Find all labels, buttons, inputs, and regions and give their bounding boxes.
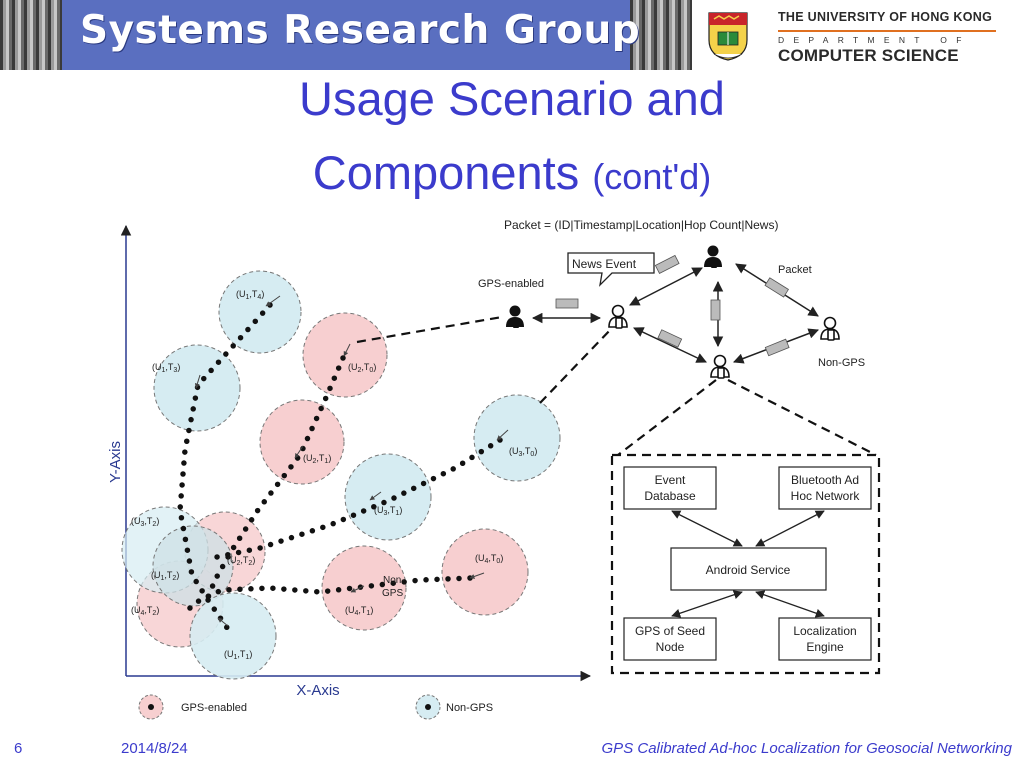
packet-icon [654,254,680,274]
gps-seed-node-label-1: GPS of Seed [635,624,705,638]
department-name: COMPUTER SCIENCE [778,46,959,65]
node-label-u2-t0: (U2,T0) [348,362,376,374]
news-user-icon [608,304,628,329]
server-rack-photo-right [630,0,692,70]
node-label-u4-t2: (U4,T2) [131,605,159,617]
node-label-u4-t1: (U4,T1) [345,605,373,617]
node-circle-u4-t0 [441,528,529,616]
packet-format: Packet = (ID|Timestamp|Location|Hop Coun… [504,218,778,232]
node-label-u1-t1: (U1,T1) [224,649,252,661]
node-label-u1-t4: (U1,T4) [236,289,264,301]
movement-path-user2 [202,355,346,608]
legend-non-gps-label: Non-GPS [446,702,493,714]
non-gps-user-icon [820,316,840,341]
user-bottom-icon [710,354,730,379]
node-label-u1-t2: (U1,T2) [151,570,179,582]
university-crest-icon [708,12,748,61]
node-circle-u1-t4 [218,270,302,354]
slide-title-main: Components [312,146,580,199]
android-service-box [670,547,827,591]
zoom-line-left [617,379,717,456]
packet-icon [555,298,579,309]
gps-seed-node-box [623,617,717,661]
gps-enabled-node-label: GPS-enabled [478,278,544,290]
non-gps-inline-label-1: Non- [383,575,405,586]
server-rack-photo-left [0,0,62,70]
node-circle-u1-t1 [189,592,277,680]
header-divider [778,30,996,32]
news-event-label: News Event [572,257,637,271]
gps-user-icon [506,305,524,328]
y-axis-label: Y-Axis [107,441,124,483]
news-event-callout [567,252,655,287]
presentation-title: GPS Calibrated Ad-hoc Localization for G… [601,740,1012,757]
event-database-box [623,466,717,510]
university-name: THE UNIVERSITY OF HONG KONG [778,10,993,24]
node-label-u2-t1: (U2,T1) [303,453,331,465]
packet-label: Packet [778,264,812,276]
node-circle-u3-t0 [473,394,561,482]
link-to-gps-node [356,315,503,344]
movement-path-user3 [209,437,503,561]
localization-engine-label-2: Engine [806,640,844,654]
packet-icon [710,299,721,321]
arrow-news-to-bottom [633,327,707,363]
legend: GPS-enabled Non-GPS [138,694,493,720]
localization-engine-label-1: Localization [793,624,856,638]
node-circle-u4-t1 [321,545,407,631]
event-database-label-2: Database [644,489,696,503]
localization-engine-box [778,617,872,661]
node-circle-u3-t1 [344,453,432,541]
gps-seed-node-label-2: Node [656,640,685,654]
slide-title-suffix: (cont'd) [592,156,712,197]
arrow-news-to-top [629,267,703,306]
bluetooth-network-box [778,466,872,510]
bluetooth-network-label-2: Hoc Network [791,489,861,503]
x-axis-label: X-Axis [296,682,339,699]
node-label-u1-t3: (U1,T3) [152,362,180,374]
legend-gps-enabled-label: GPS-enabled [181,702,247,714]
node-label-u2-t2: (U2,T2) [227,555,255,567]
event-database-label-1: Event [655,473,686,487]
gps-user-top-icon [704,245,722,268]
slide-number: 6 [14,740,23,757]
node-circle-u2-t1 [259,399,345,485]
node-label-u3-t0: (U3,T0) [509,446,537,458]
node-label-u3-t2: (U3,T2) [131,516,159,528]
movement-path-user4 [182,575,473,615]
banner-title: Systems Research Group [80,8,641,53]
node-label-u4-t0: (U4,T0) [475,553,503,565]
slide-date: 2014/8/24 [121,740,188,757]
packet-icon [657,329,683,348]
slide-title-line2: Components (cont'd) [0,145,1024,205]
non-gps-inline-label-2: GPS [382,588,403,599]
android-service-label: Android Service [706,563,791,577]
non-gps-node-label: Non-GPS [818,357,865,369]
link-to-news-node [539,327,613,404]
bluetooth-network-label-1: Bluetooth Ad [791,473,859,487]
zoom-line-right [727,379,877,456]
packet-icon [764,338,790,357]
packet-icon [764,277,789,298]
node-label-u3-t1: (U3,T1) [374,505,402,517]
department-label: DEPARTMENT OF [778,35,971,45]
slide-title-line1: Usage Scenario and [299,72,725,125]
header-banner: Systems Research Group [0,0,692,70]
usage-scenario-diagram: Y-Axis X-Axis (U1,T4) ( [107,218,881,720]
